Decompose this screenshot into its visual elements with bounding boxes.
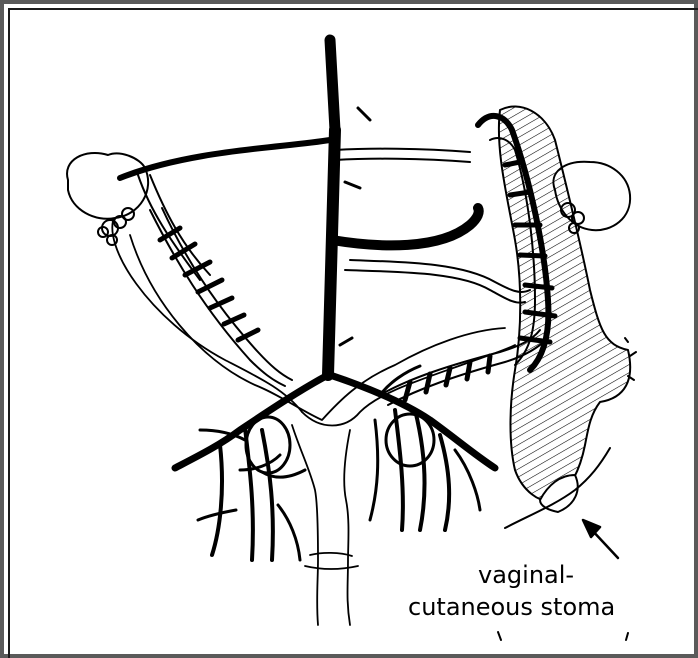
aorta: [328, 40, 335, 375]
left-iliac-vessels: [175, 375, 328, 560]
bottom-marks: [498, 632, 628, 640]
left-uterine-artery: [150, 208, 292, 386]
stoma-arrow: [583, 520, 618, 558]
left-ovary: [67, 153, 148, 245]
annotation-line-2: cutaneous stoma: [408, 592, 615, 622]
annotation-line-1: vaginal-: [478, 560, 574, 590]
left-ovarian-artery: [120, 140, 330, 280]
right-iliac-vessels: [330, 366, 495, 530]
uterus-vagina: [112, 215, 515, 625]
